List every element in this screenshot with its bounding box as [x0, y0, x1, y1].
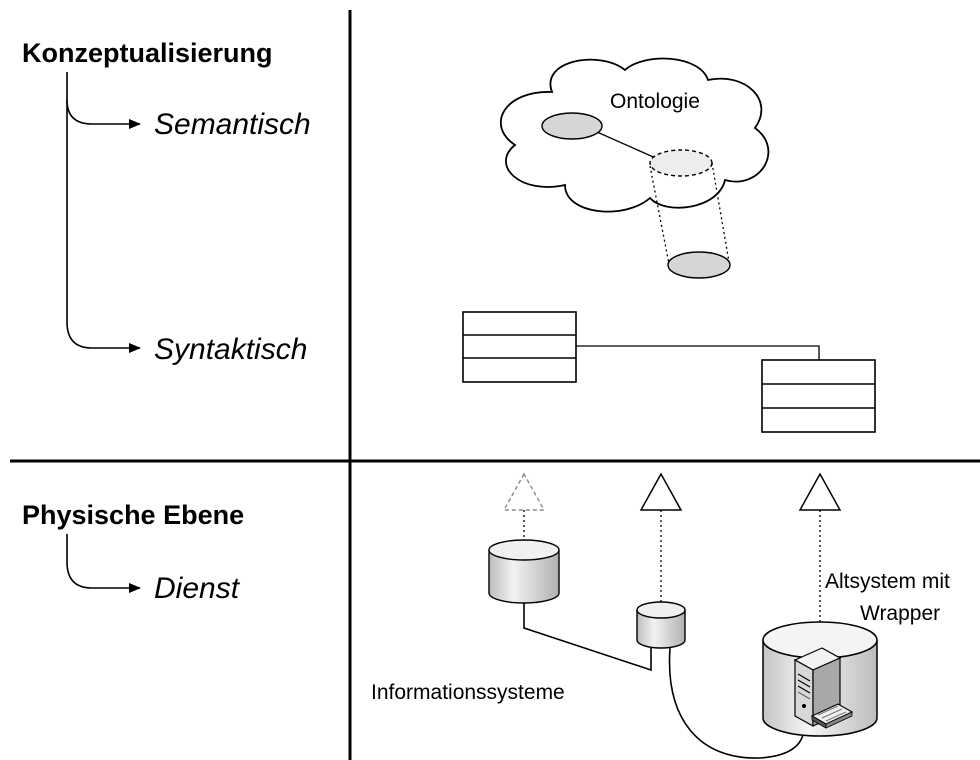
system-link-2: [668, 647, 804, 759]
database-cylinder-large: [488, 539, 560, 604]
legacy-label-line2: Wrapper: [860, 602, 940, 625]
service-triangle-2: [639, 472, 683, 511]
class-box-left: [462, 311, 577, 383]
ontology-concept-node: [541, 112, 603, 140]
ontology-relation-line: [596, 131, 661, 161]
projection-side-right: [711, 162, 730, 263]
class-box-right: [761, 359, 876, 433]
label-dienst: Dienst: [154, 572, 241, 605]
class-association-line: [576, 345, 820, 360]
projection-side-left: [649, 165, 670, 265]
server-computer-icon: [793, 647, 854, 729]
service-triangle-dashed: [502, 472, 546, 511]
ontology-label: Ontologie: [610, 90, 700, 113]
label-syntaktisch: Syntaktisch: [154, 333, 307, 366]
legacy-label-line1: Altsystem mit: [825, 570, 950, 593]
information-systems-label: Informationssysteme: [371, 681, 565, 704]
heading-konzeptualisierung: Konzeptualisierung: [22, 38, 273, 68]
connector-semantisch: [66, 72, 141, 129]
connector-syntaktisch: [66, 100, 141, 353]
ontology-concept-node-dashed: [649, 149, 713, 177]
connector-dienst: [66, 534, 141, 593]
heading-physische-ebene: Physische Ebene: [22, 500, 244, 530]
service-triangle-3: [798, 472, 842, 511]
system-link-1: [523, 603, 652, 672]
label-semantisch: Semantisch: [154, 108, 311, 141]
ontology-cloud: [499, 57, 770, 213]
projection-base-ellipse: [667, 251, 731, 279]
database-cylinder-small: [636, 601, 686, 649]
